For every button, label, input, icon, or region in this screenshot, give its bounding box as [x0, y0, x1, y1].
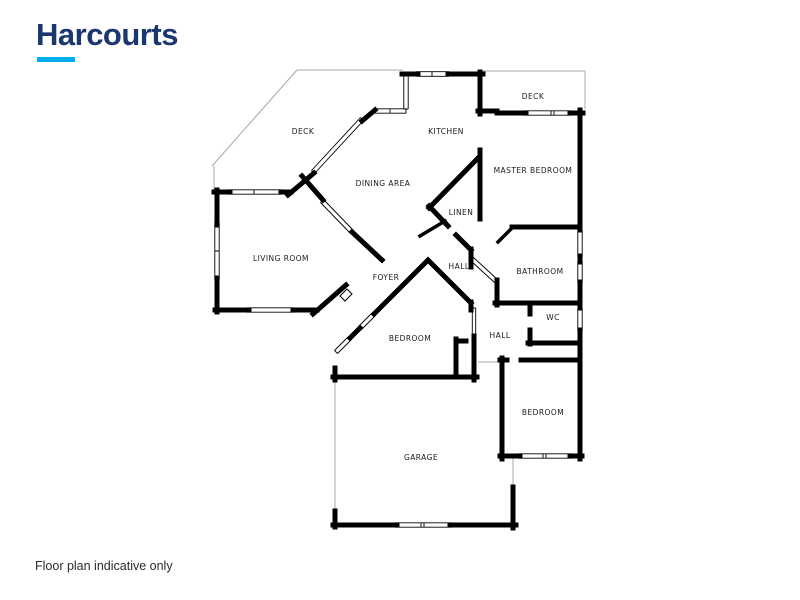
room-labels: DECK KITCHEN DECK MASTER BEDROOM DINING AREA…: [253, 92, 572, 462]
room-label-2-deck: DECK: [522, 92, 545, 101]
room-label-7-hall: HALL: [449, 262, 470, 271]
footer: Floor plan indicative only: [35, 557, 173, 575]
windows: [214, 71, 583, 528]
room-label-3-master-bedroom: MASTER BEDROOM: [494, 166, 573, 175]
door-leaves: [339, 218, 515, 302]
room-label-8-bathroom: BATHROOM: [516, 267, 563, 276]
room-label-5-linen: LINEN: [449, 208, 474, 217]
room-label-13-bedroom: BEDROOM: [522, 408, 564, 417]
harcourts-logo: Harcourts: [36, 17, 178, 62]
room-label-9-foyer: FOYER: [373, 273, 400, 282]
room-label-10-wc: WC: [546, 313, 560, 322]
disclaimer-text: Floor plan indicative only: [35, 559, 173, 573]
room-label-12-hall: HALL: [490, 331, 511, 340]
room-label-0-deck: DECK: [292, 127, 315, 136]
deck-and-garage-outlines: [211, 69, 586, 515]
front-door: [339, 288, 353, 302]
room-label-1-kitchen: KITCHEN: [428, 127, 464, 136]
logo-underline: [37, 57, 75, 62]
walls-orthogonal: [211, 69, 586, 531]
room-label-11-bedroom: BEDROOM: [389, 334, 431, 343]
room-label-4-dining-area: DINING AREA: [356, 179, 411, 188]
harcourts-logo-text: Harcourts: [36, 17, 178, 52]
walls-diagonal: [284, 106, 482, 342]
room-label-14-garage: GARAGE: [404, 453, 438, 462]
room-label-6-living-room: LIVING ROOM: [253, 254, 309, 263]
